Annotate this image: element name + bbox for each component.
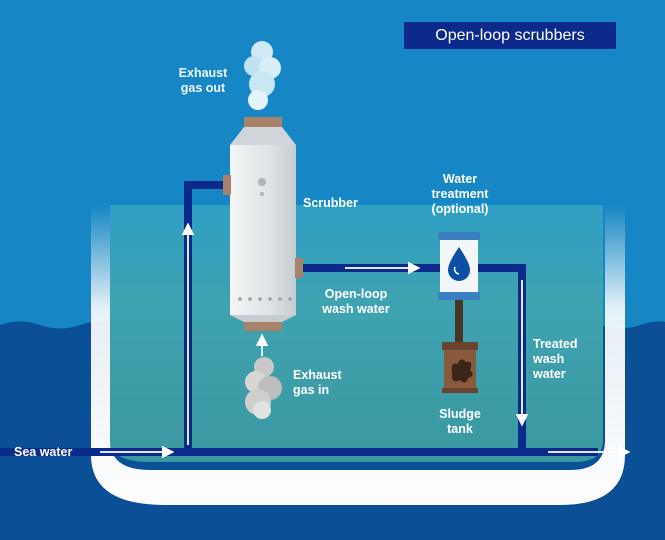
water-treatment-unit [438,232,480,300]
sludge-drain-pipe [455,300,463,344]
treatment-cap-top [438,232,480,240]
sludge-tank-label: Sludge tank [439,407,481,436]
hull-interior [110,205,603,462]
scrubber-bottom-cone [230,315,296,322]
sludge-tank [442,342,478,393]
scrubber-bottom-flange [244,322,282,331]
water-drop-highlight-icon [453,266,460,275]
scrubber-top-cone [230,127,296,145]
water-treatment-label: Water treatment (optional) [431,172,489,216]
treatment-cap-bottom [438,292,480,300]
exhaust-out-cloud [244,41,281,110]
scrubber-top-flange [244,117,282,127]
sludge-blob-icon [451,359,473,383]
scrubber-outlet-flange [295,258,303,278]
flow-arrows [100,75,631,459]
scrubber-inlet-flange [223,175,231,195]
scrubber-bolts [238,297,292,301]
hull-wall [91,205,625,505]
exhaust-in-label: Exhaust gas in [293,368,342,397]
scrubber-indicator [260,192,264,196]
water-drop-icon [448,247,470,281]
sludge-tank-top [442,342,478,350]
scrubber-label: Scrubber [303,196,358,210]
exhaust-in-cloud [245,357,282,419]
diagram-title: Open-loop scrubbers [404,22,616,49]
sludge-tank-base [442,388,478,393]
scrubber-tower [223,117,303,331]
treated-wash-water-label: Treated wash water [533,337,578,381]
sea-water-label: Sea water [14,445,73,459]
wash-water-label: Open-loop wash water [322,287,390,316]
scrubber-gauge [258,178,266,186]
scrubber-body [230,145,296,315]
exhaust-out-label: Exhaust gas out [178,66,228,95]
